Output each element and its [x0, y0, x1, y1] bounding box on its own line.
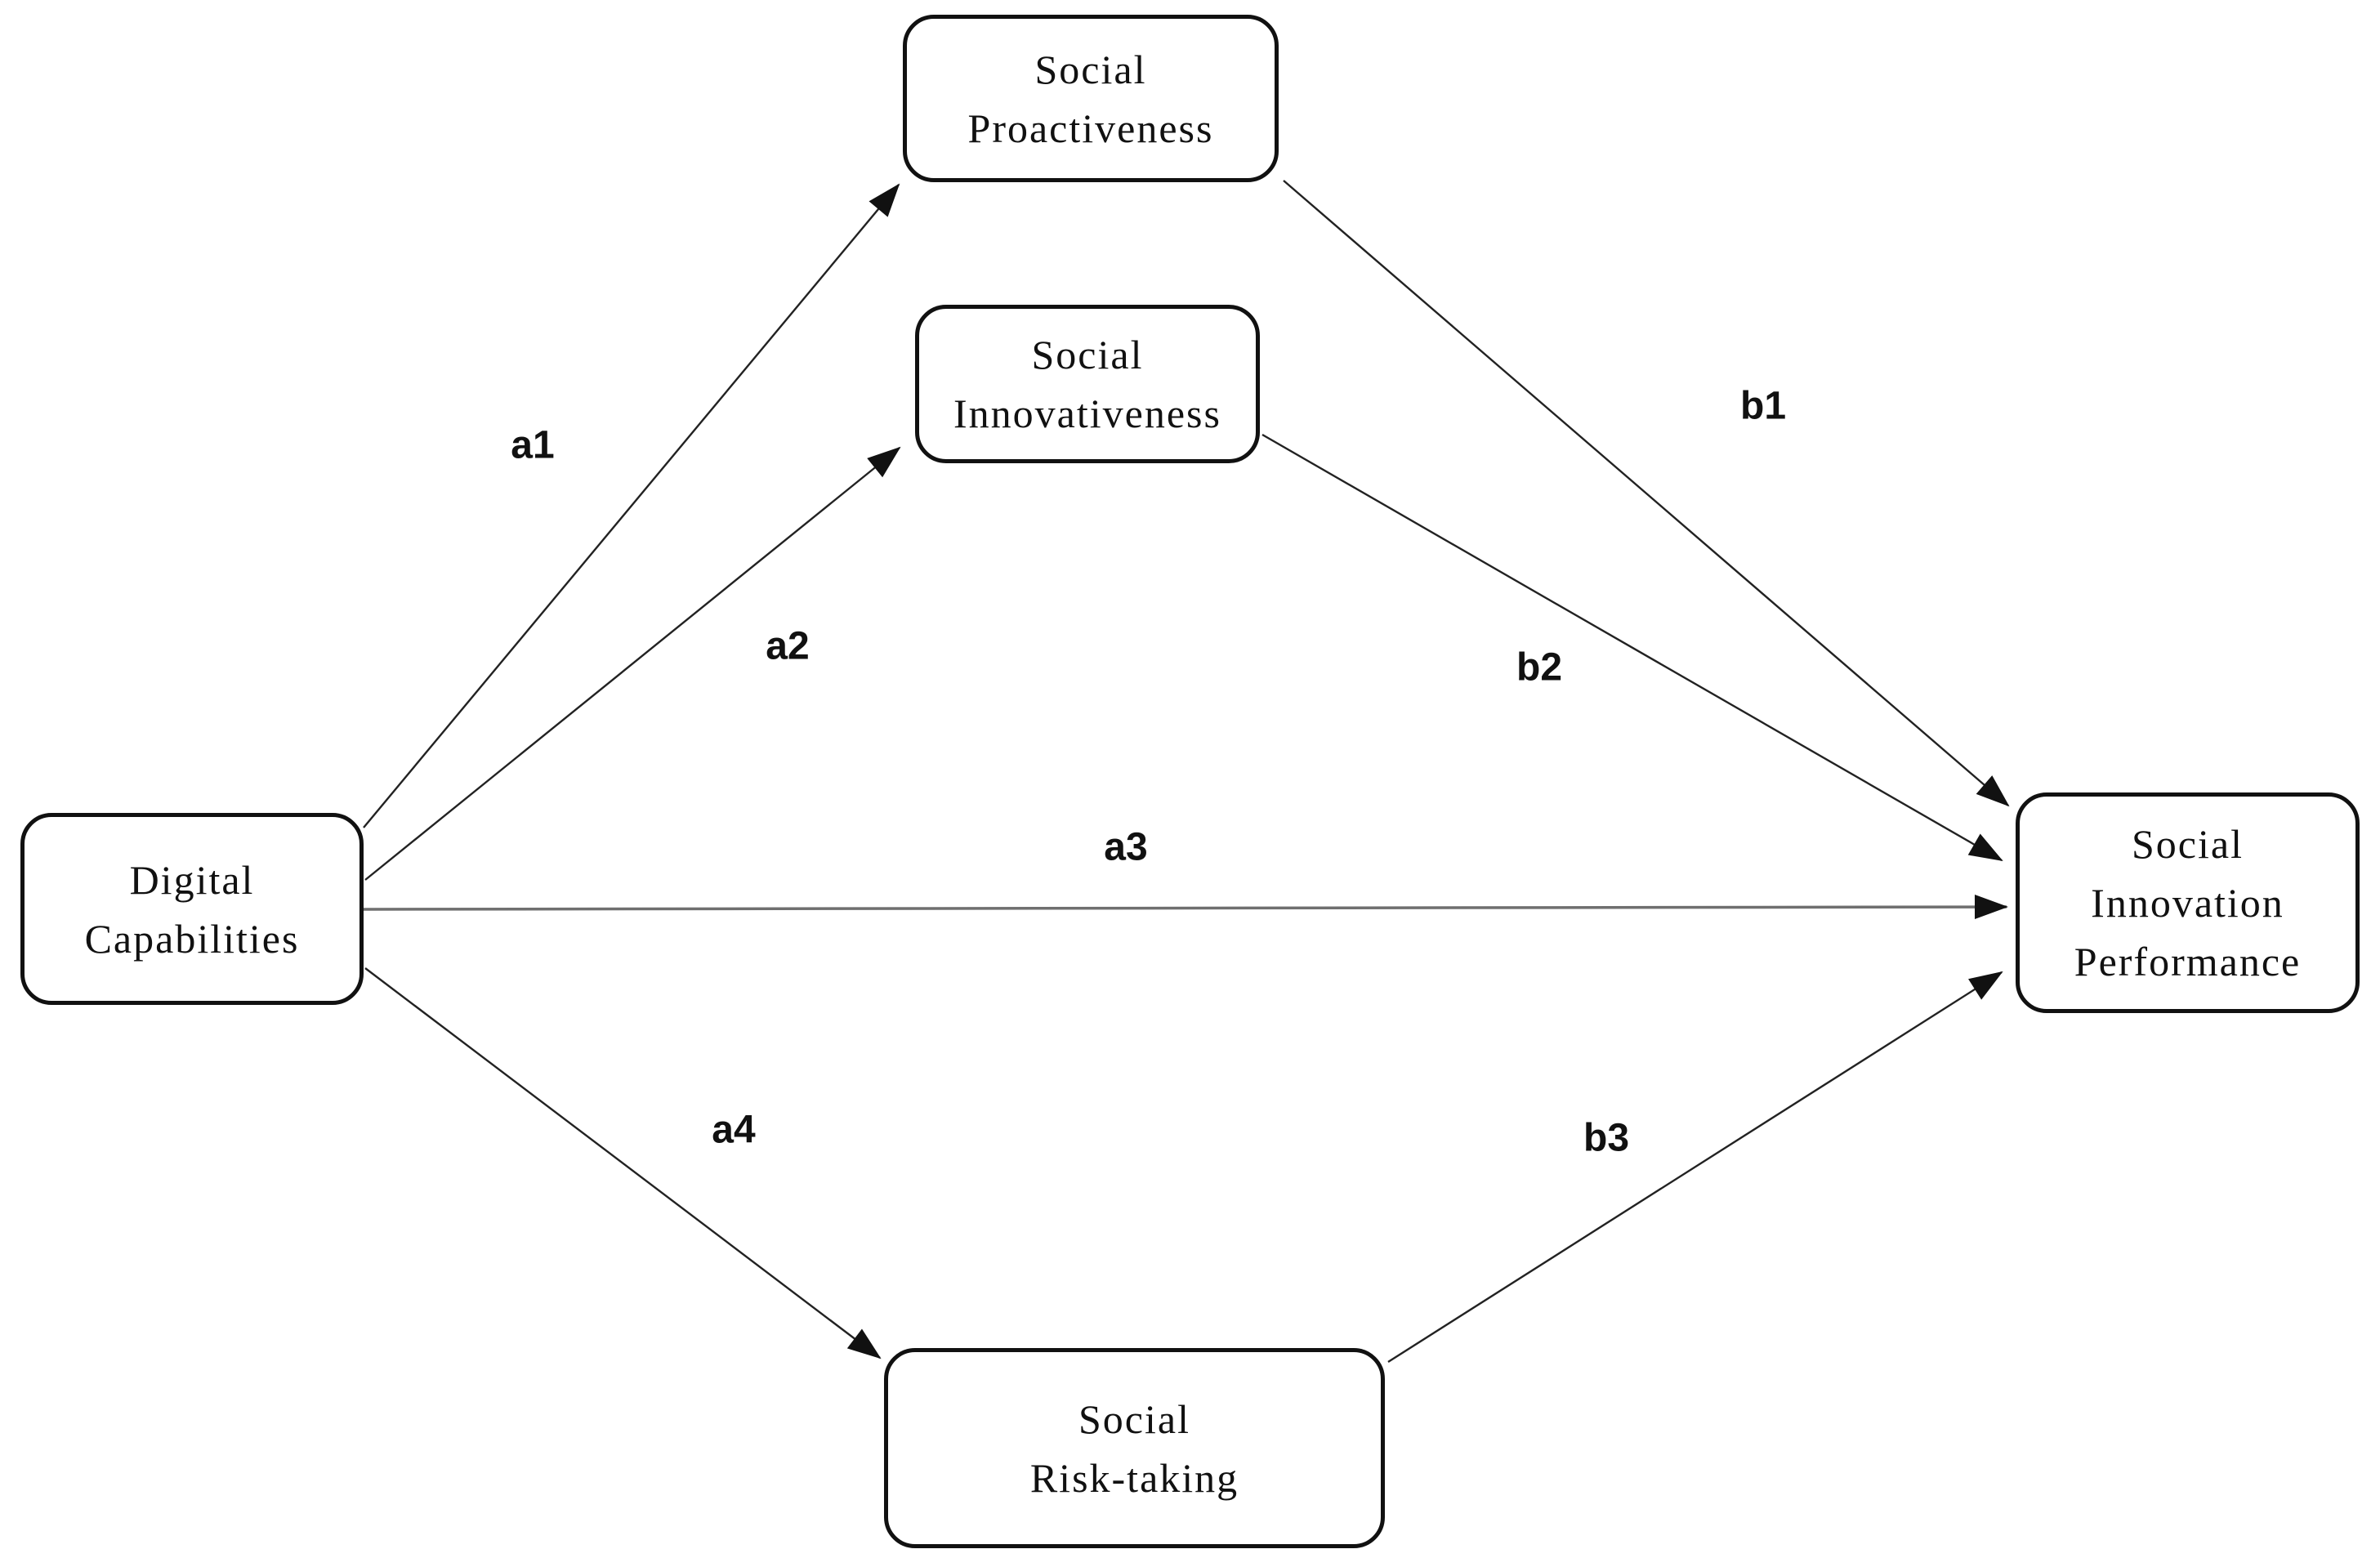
node-social-innovation-performance: Social Innovation Performance [2016, 792, 2360, 1013]
edge-label-b3: b3 [1583, 1116, 1630, 1160]
edge-label-b1: b1 [1739, 384, 1787, 428]
edge-b2-arrow [1261, 433, 2003, 862]
edge-label-a4: a4 [712, 1108, 756, 1152]
node-social-risk-taking: Social Risk-taking [884, 1348, 1385, 1548]
edge-a1-arrow [363, 183, 900, 828]
node-label-line: Performance [2074, 939, 2302, 984]
node-label-line: Innovation [2091, 880, 2284, 926]
node-label-line: Social [2132, 821, 2244, 867]
node-label-line: Social [1034, 46, 1147, 92]
node-label-line: Risk-taking [1029, 1454, 1239, 1501]
edge-a3-arrow [363, 895, 2008, 920]
node-digital-capabilities: Digital Capabilities [20, 813, 364, 1005]
edge-b1-arrow [1283, 180, 2010, 807]
edge-label-a1: a1 [511, 423, 555, 467]
node-label-line: Proactiveness [967, 105, 1214, 151]
node-label-line: Innovativeness [953, 391, 1221, 436]
node-social-innovativeness: Social Innovativeness [915, 305, 1260, 463]
edge-b3-arrow [1387, 971, 2003, 1364]
edge-label-a3: a3 [1104, 825, 1148, 869]
edge-a4-arrow [364, 967, 882, 1359]
edge-label-a2: a2 [766, 624, 810, 668]
node-label-line: Social [1078, 1395, 1190, 1442]
node-label-line: Capabilities [84, 915, 300, 962]
node-social-proactiveness: Social Proactiveness [903, 15, 1279, 182]
node-label-line: Social [1031, 332, 1144, 377]
edge-label-b2: b2 [1516, 645, 1563, 690]
node-label-line: Digital [129, 856, 255, 903]
edge-a2-arrow [364, 446, 901, 881]
